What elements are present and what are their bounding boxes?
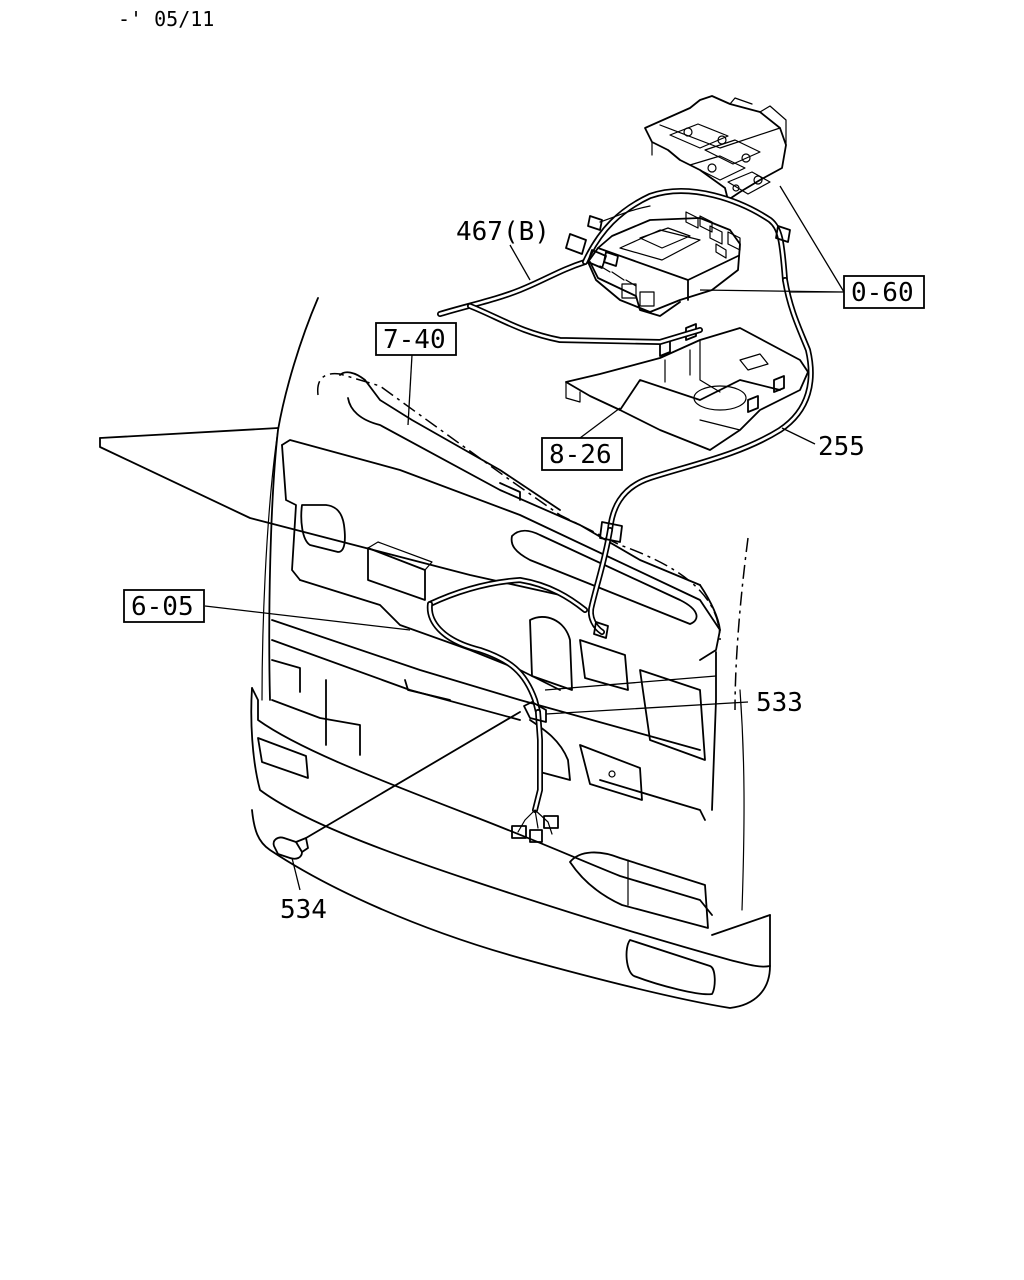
grille-upper-bar xyxy=(317,371,721,641)
callout-box-740 xyxy=(375,322,457,356)
ecu-module xyxy=(587,211,741,317)
bolt-534 xyxy=(272,711,521,860)
callout-255: 255 xyxy=(818,432,865,462)
callout-060: 0-60 xyxy=(851,278,914,308)
leader-533 xyxy=(544,675,749,715)
callout-740: 7-40 xyxy=(383,325,446,355)
leader-740 xyxy=(407,354,413,426)
callout-box-826 xyxy=(541,437,623,471)
leader-826 xyxy=(579,407,621,439)
upper-bracket-plate xyxy=(644,95,787,201)
cab-front-panel xyxy=(99,297,771,1009)
wiring-harness xyxy=(426,188,814,843)
callout-box-605 xyxy=(123,589,205,623)
callout-605: 6-05 xyxy=(131,592,194,622)
callout-467b: 467(B) xyxy=(456,217,550,247)
date-code: -' 05/11 xyxy=(118,7,214,31)
callout-533: 533 xyxy=(756,688,803,718)
leader-467b xyxy=(509,244,531,281)
leader-255 xyxy=(781,427,816,445)
callout-534: 534 xyxy=(280,895,327,925)
leader-060 xyxy=(699,185,845,293)
leader-605 xyxy=(204,605,411,631)
lower-mount-bracket xyxy=(565,323,809,451)
callout-826: 8-26 xyxy=(549,440,612,470)
leader-534 xyxy=(291,857,301,891)
callout-box-060 xyxy=(843,275,925,309)
